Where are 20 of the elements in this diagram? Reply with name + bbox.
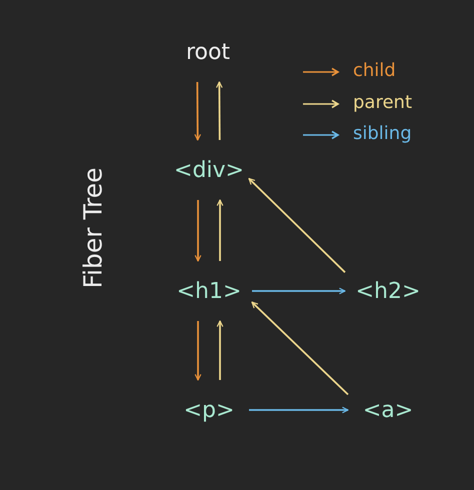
arrow <box>194 82 202 141</box>
arrow <box>249 406 349 414</box>
arrow <box>216 320 224 380</box>
arrow <box>194 200 202 262</box>
arrow <box>216 199 224 261</box>
arrow <box>216 81 223 140</box>
node-label: <div> <box>174 158 244 182</box>
arrow <box>251 302 349 396</box>
node-label: root <box>186 40 230 64</box>
arrow <box>252 288 346 294</box>
node-label: <p> <box>184 398 234 422</box>
legend-label: child <box>353 60 396 81</box>
arrow <box>248 178 346 273</box>
legend-label: parent <box>353 92 412 112</box>
node-label: <h2> <box>356 278 420 304</box>
node-label: <h1> <box>176 278 242 304</box>
legend-label: sibling <box>353 123 412 144</box>
vertical-title: Fiber Tree <box>78 167 108 289</box>
node-label: <a> <box>362 398 414 422</box>
arrow <box>194 321 202 381</box>
